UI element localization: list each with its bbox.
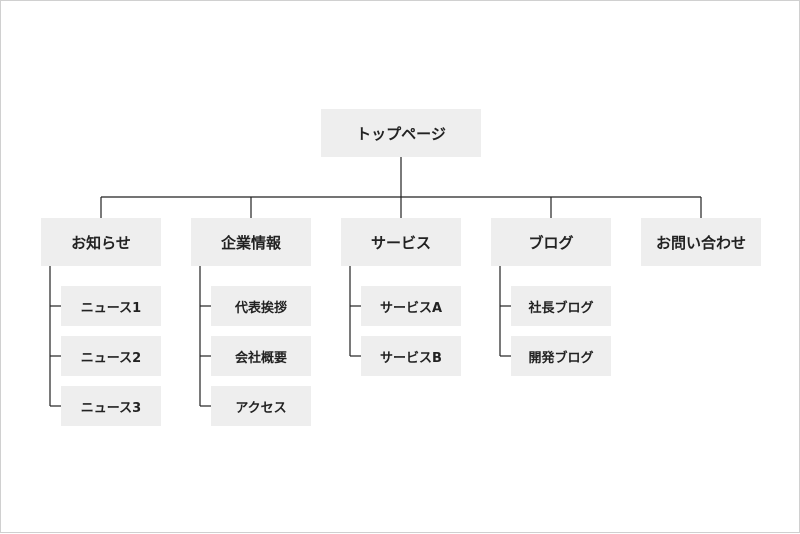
- root-node: トップページ: [321, 109, 481, 157]
- child-node-greeting: 代表挨拶: [211, 286, 311, 326]
- section-node-service: サービス: [341, 218, 461, 266]
- child-node-service-a: サービスA: [361, 286, 461, 326]
- section-node-company: 企業情報: [191, 218, 311, 266]
- child-node-news-2: ニュース2: [61, 336, 161, 376]
- child-node-access: アクセス: [211, 386, 311, 426]
- child-node-news-3: ニュース3: [61, 386, 161, 426]
- child-node-president-blog: 社長ブログ: [511, 286, 611, 326]
- child-node-news-1: ニュース1: [61, 286, 161, 326]
- section-node-contact: お問い合わせ: [641, 218, 761, 266]
- section-node-blog: ブログ: [491, 218, 611, 266]
- section-node-oshirase: お知らせ: [41, 218, 161, 266]
- child-node-service-b: サービスB: [361, 336, 461, 376]
- child-node-dev-blog: 開発ブログ: [511, 336, 611, 376]
- child-node-overview: 会社概要: [211, 336, 311, 376]
